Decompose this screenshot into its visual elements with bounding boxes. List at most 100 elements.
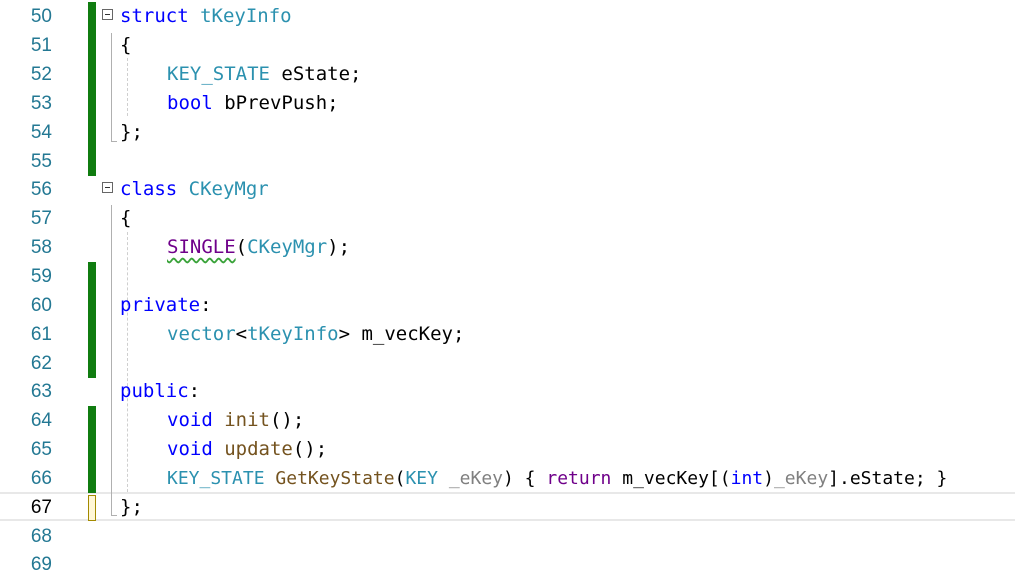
- line-number: 50: [30, 6, 52, 27]
- type-name: CKeyMgr: [247, 236, 328, 258]
- line-number: 68: [30, 526, 52, 547]
- keyword: private: [120, 294, 201, 316]
- code-line: 52 KEY_STATE eState;: [0, 60, 1015, 89]
- line-number: 55: [30, 151, 52, 172]
- line-number: 53: [30, 93, 52, 114]
- code-text: [265, 468, 276, 489]
- code-text: ) {: [503, 468, 547, 489]
- code-line: 65 void update();: [0, 435, 1015, 464]
- change-marker: [88, 464, 96, 493]
- change-marker: [88, 349, 96, 378]
- change-marker: [88, 320, 96, 349]
- current-line-highlight: [0, 492, 1015, 521]
- code-text: ();: [269, 409, 305, 431]
- type-name: CKeyMgr: [188, 178, 269, 200]
- code-line: 53 bool bPrevPush;: [0, 89, 1015, 118]
- parameter-name: _eKey: [448, 468, 503, 489]
- code-line: 68: [0, 522, 1015, 551]
- code-text: [213, 409, 224, 431]
- struct-indent-guide: [127, 58, 128, 116]
- change-marker: [88, 89, 96, 118]
- code-line: 56 class CKeyMgr: [0, 175, 1015, 204]
- type-name: vector: [167, 323, 236, 345]
- function-name: update: [224, 438, 293, 460]
- code-line: 51 {: [0, 31, 1015, 60]
- keyword: return: [546, 468, 612, 489]
- line-number: 58: [30, 237, 52, 258]
- line-number: 66: [30, 468, 52, 489]
- struct-brace-guide: [111, 33, 112, 141]
- code-text: };: [120, 496, 143, 518]
- code-line: 60 private:: [0, 291, 1015, 320]
- code-line: 64 void init();: [0, 406, 1015, 435]
- code-line: 54 };: [0, 118, 1015, 147]
- code-line: 58 SINGLE(CKeyMgr);: [0, 233, 1015, 262]
- line-number: 51: [30, 35, 52, 56]
- code-text: ();: [292, 438, 328, 460]
- parameter-name: _eKey: [773, 468, 829, 489]
- line-number: 61: [30, 324, 52, 345]
- keyword: class: [120, 178, 178, 200]
- line-number: 60: [30, 295, 52, 316]
- change-marker: [88, 2, 96, 31]
- collapse-icon[interactable]: [102, 9, 113, 20]
- line-number: 59: [30, 266, 52, 287]
- type-name: KEY_STATE: [167, 468, 265, 489]
- line-number: 52: [30, 64, 52, 85]
- code-text: :: [188, 380, 201, 402]
- change-marker: [88, 291, 96, 320]
- code-text: ): [763, 468, 774, 489]
- code-line: 55: [0, 147, 1015, 176]
- code-text: (: [235, 236, 248, 258]
- keyword: void: [167, 438, 213, 460]
- code-text: ].eState; }: [828, 468, 948, 489]
- code-text: {: [120, 34, 132, 56]
- code-text: bPrevPush;: [212, 92, 339, 114]
- struct-brace-end: [111, 141, 117, 142]
- class-brace-end: [111, 515, 117, 516]
- change-marker: [88, 435, 96, 464]
- keyword: struct: [120, 5, 189, 27]
- function-name: init: [224, 409, 270, 431]
- code-text: [213, 438, 224, 460]
- code-text: > m_vecKey;: [338, 323, 465, 345]
- type-name: KEY: [405, 468, 438, 489]
- line-number: 54: [30, 122, 52, 143]
- keyword: public: [120, 380, 189, 402]
- code-line: 69: [0, 550, 1015, 579]
- change-marker: [88, 147, 96, 176]
- code-line: 59: [0, 262, 1015, 291]
- code-text: {: [120, 207, 132, 229]
- change-marker: [88, 60, 96, 89]
- keyword: int: [730, 468, 764, 489]
- type-name: tKeyInfo: [247, 323, 339, 345]
- line-number: 67: [30, 497, 52, 518]
- code-text: <: [235, 323, 248, 345]
- code-text: m_vecKey[(: [611, 468, 731, 489]
- change-marker: [88, 406, 96, 435]
- change-marker: [88, 31, 96, 60]
- line-number: 62: [30, 353, 52, 374]
- code-text: [438, 468, 449, 489]
- change-marker: [88, 118, 96, 147]
- code-line: 61 vector<tKeyInfo> m_vecKey;: [0, 320, 1015, 349]
- collapse-icon[interactable]: [102, 182, 113, 193]
- line-number: 69: [30, 554, 52, 575]
- code-text: (: [394, 468, 406, 489]
- code-line: 57 {: [0, 204, 1015, 233]
- class-brace-guide: [111, 205, 112, 515]
- line-number: 63: [30, 381, 52, 402]
- code-text: :: [200, 294, 212, 316]
- line-number: 65: [30, 439, 52, 460]
- keyword: bool: [167, 92, 213, 114]
- macro-name: SINGLE: [167, 236, 236, 258]
- code-text: eState;: [269, 63, 362, 85]
- code-line: 50 struct tKeyInfo: [0, 2, 1015, 31]
- keyword: void: [167, 409, 213, 431]
- type-name: KEY_STATE: [167, 63, 270, 85]
- change-marker: [88, 262, 96, 291]
- change-marker: [88, 495, 96, 521]
- code-line: 67 };: [0, 493, 1015, 522]
- function-name: GetKeyState: [275, 468, 395, 489]
